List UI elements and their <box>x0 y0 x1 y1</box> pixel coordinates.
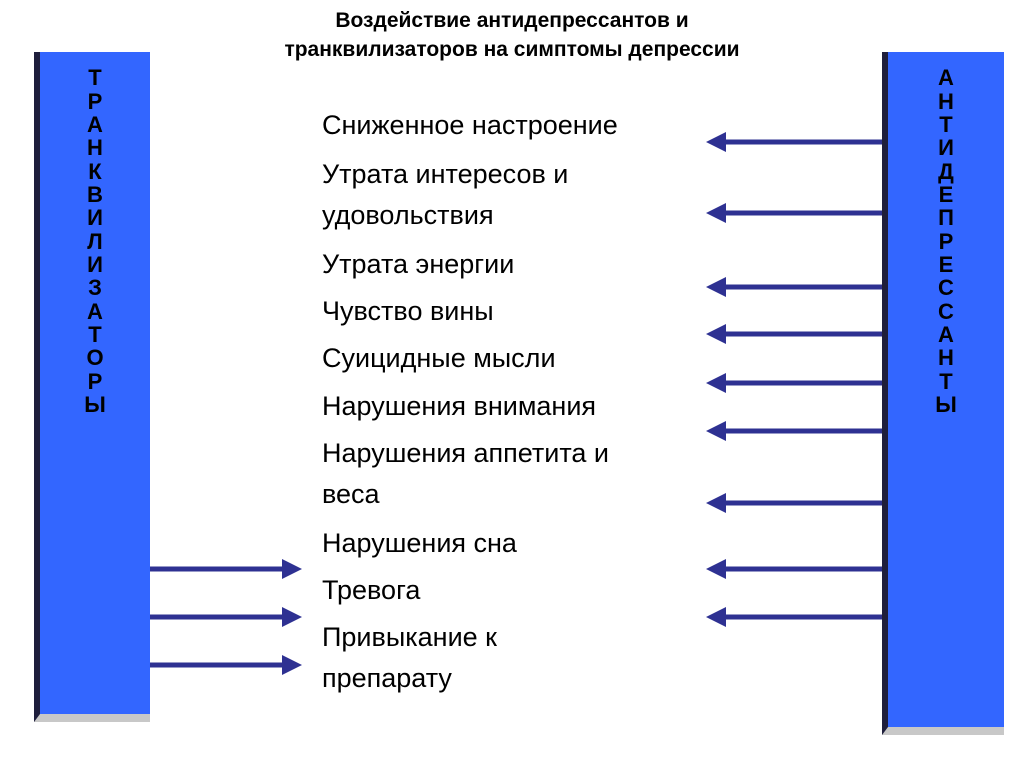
tranquilizers-letter: К <box>88 159 102 184</box>
antidepressants-letter: Е <box>938 252 954 277</box>
antidepressant-arrow <box>706 277 882 297</box>
antidepressants-letter: А <box>938 322 954 347</box>
tranquilizers-letter: И <box>87 205 103 230</box>
symptom-label-continued: веса <box>322 479 380 509</box>
antidepressant-arrow <box>706 324 882 344</box>
symptom-label: Чувство вины <box>322 296 494 326</box>
antidepressant-arrow <box>706 373 882 393</box>
tranquilizers-letter: Т <box>88 65 102 90</box>
tranquilizers-letter: И <box>87 252 103 277</box>
symptom-label: Нарушения сна <box>322 528 517 558</box>
symptom-label: Тревога <box>322 575 421 605</box>
antidepressant-arrow <box>706 559 882 579</box>
antidepressants-panel: А Н Т И Д Е П Р Е С С А Н Т Ы <box>882 52 1004 735</box>
symptom-label: Сниженное настроение <box>322 110 618 140</box>
tranquilizers-letter: Т <box>88 322 102 347</box>
diagram-title-line-1: Воздействие антидепрессантов и <box>335 9 689 32</box>
antidepressants-letter: Р <box>938 229 954 254</box>
antidepressants-letter: А <box>938 65 954 90</box>
antidepressants-letter: Т <box>939 369 953 394</box>
tranquilizers-letter: В <box>87 182 103 207</box>
antidepressant-arrow <box>706 203 882 223</box>
tranquilizers-letter: О <box>86 345 104 370</box>
tranquilizers-letter: З <box>88 275 102 300</box>
symptom-label: Утрата интересов и <box>322 159 569 189</box>
antidepressant-arrow <box>706 607 882 627</box>
tranquilizer-arrow <box>150 559 302 579</box>
tranquilizer-arrow <box>150 607 302 627</box>
tranquilizers-letter: Р <box>87 89 103 114</box>
antidepressants-letter: П <box>938 205 954 230</box>
antidepressants-letter: И <box>938 135 954 160</box>
antidepressants-letter: С <box>938 299 954 324</box>
antidepressants-letter: Н <box>938 345 954 370</box>
antidepressants-letter: Д <box>938 159 954 184</box>
antidepressants-letter: Ы <box>935 392 957 417</box>
tranquilizers-letter: Н <box>87 135 103 160</box>
antidepressant-arrow <box>706 132 882 152</box>
antidepressants-letter: С <box>938 275 954 300</box>
symptom-label: Привыкание к <box>322 622 497 652</box>
diagram-title-line-2: транквилизаторов на симптомы депрессии <box>284 38 740 61</box>
symptom-label: Нарушения внимания <box>322 391 597 421</box>
antidepressant-arrow <box>706 493 882 513</box>
antidepressant-arrow <box>706 421 882 441</box>
tranquilizers-letter: Л <box>87 229 103 254</box>
tranquilizer-arrow <box>150 655 302 675</box>
tranquilizers-letter: А <box>87 299 103 324</box>
symptom-label-continued: препарату <box>322 663 452 693</box>
tranquilizers-letter: Ы <box>84 392 106 417</box>
antidepressants-letter: Е <box>938 182 954 207</box>
tranquilizers-letter: А <box>87 112 103 137</box>
symptom-label: Утрата энергии <box>322 249 515 279</box>
tranquilizers-letter: Р <box>87 369 103 394</box>
tranquilizers-panel: Т Р А Н К В И Л И З А Т О Р Ы <box>34 52 150 722</box>
antidepressants-letter: Т <box>939 112 953 137</box>
symptom-label: Суицидные мысли <box>322 343 556 373</box>
antidepressants-letter: Н <box>938 89 954 114</box>
symptom-label: Нарушения аппетита и <box>322 438 610 468</box>
symptom-label-continued: удовольствия <box>322 200 494 230</box>
